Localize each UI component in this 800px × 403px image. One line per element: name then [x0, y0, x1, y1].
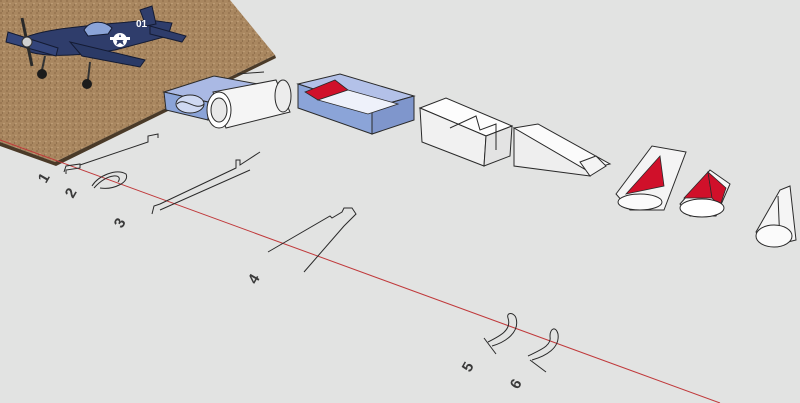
profile-3-lower-line [159, 169, 251, 211]
cone-section-red-interior[interactable] [615, 145, 687, 211]
profile-label-6: 6 [507, 376, 526, 392]
profile-label-3: 3 [111, 215, 130, 231]
profile-6-outline [527, 328, 559, 361]
profile-6-tick [529, 359, 547, 373]
profile-1-outline [63, 163, 81, 174]
white-fuselage-block[interactable] [418, 97, 514, 167]
red-split-cone[interactable] [679, 169, 731, 218]
profile-2-outline [91, 171, 128, 189]
profile-5-tick [483, 337, 497, 355]
aircraft-model[interactable]: 01 [5, 5, 187, 89]
profile-label-4: 4 [245, 271, 264, 287]
transparent-fuselage-section[interactable] [296, 73, 416, 135]
profile-label-1: 1 [35, 170, 54, 186]
red-axis-line [0, 139, 721, 403]
tail-cone[interactable] [755, 185, 797, 248]
profile-3-outline [151, 151, 261, 215]
profile-5-outline [487, 313, 518, 347]
tapered-tail-section[interactable] [512, 123, 612, 177]
ground-plane-edge [0, 55, 276, 166]
aircraft-markings: 01 [136, 19, 148, 30]
cylinder-tube[interactable] [206, 71, 292, 129]
profile-label-2: 2 [62, 185, 81, 201]
profile-1-long-line [79, 133, 159, 166]
profile-outlines [63, 133, 559, 373]
profile-4-outline [267, 207, 357, 273]
profile-label-5: 5 [459, 359, 478, 375]
